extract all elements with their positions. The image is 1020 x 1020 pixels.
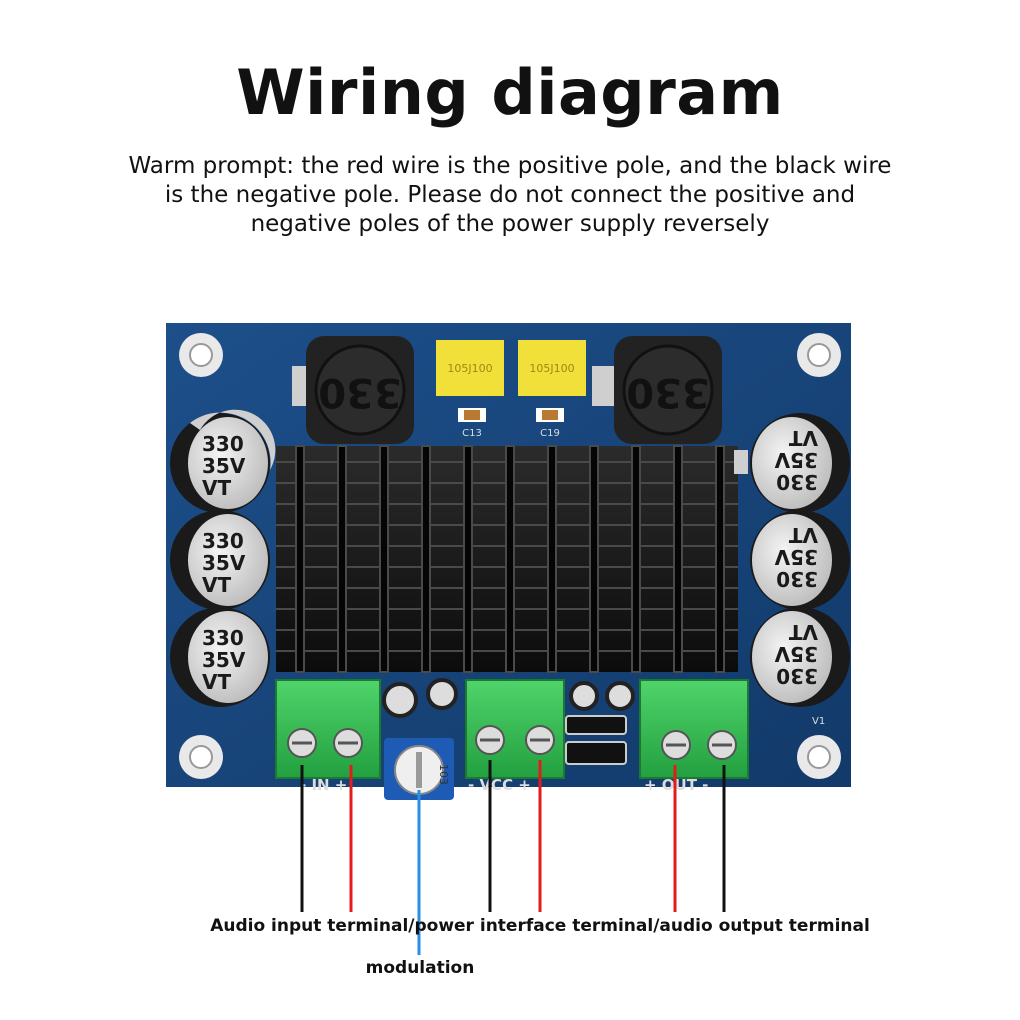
svg-text:330: 330 — [202, 432, 244, 456]
heatsink-slot — [715, 445, 725, 673]
warning-note: Warm prompt: the red wire is the positiv… — [128, 153, 892, 237]
heatsink — [276, 445, 738, 673]
svg-text:35V: 35V — [202, 454, 246, 478]
heatsink-slot — [631, 445, 641, 673]
capacitor-left-3: 330 35V VT — [170, 607, 270, 707]
heatsink-slot — [463, 445, 473, 673]
inductor-left: 330 — [292, 336, 414, 444]
svg-text:35V: 35V — [774, 448, 818, 472]
heatsink-slot — [421, 445, 431, 673]
svg-text:35V: 35V — [202, 648, 246, 672]
capacitor-right-1: 330 35V VT — [734, 413, 850, 513]
heatsink-slot — [379, 445, 389, 673]
smd-capacitor-c13: C13 — [458, 408, 486, 439]
inductor-right: 330 — [592, 336, 722, 444]
heatsink-slot — [337, 445, 347, 673]
smd-capacitor-c19: C19 — [536, 408, 564, 439]
svg-text:C13: C13 — [462, 428, 482, 439]
electrolytic-capacitors-right: 330 35V VT 330 35V VT 330 35V VT V1 — [734, 413, 850, 727]
svg-text:35V: 35V — [202, 551, 246, 575]
electrolytic-capacitors-left: 330 35V VT 330 35V VT 330 35V VT — [170, 409, 276, 707]
wires — [300, 760, 726, 955]
capacitor-right-3: 330 35V VT — [750, 607, 850, 707]
heatsink-slot — [673, 445, 683, 673]
svg-text:330: 330 — [776, 664, 818, 688]
svg-text:- IN +: - IN + — [300, 776, 347, 794]
terminal-power-vcc: - VCC + — [465, 679, 565, 794]
svg-text:VT: VT — [202, 573, 231, 597]
svg-text:VT: VT — [789, 620, 818, 644]
svg-text:35V: 35V — [774, 545, 818, 569]
svg-text:35V: 35V — [774, 642, 818, 666]
svg-text:105J100: 105J100 — [529, 362, 574, 375]
terminal-audio-output: + OUT - — [639, 679, 749, 794]
svg-text:330: 330 — [318, 369, 402, 415]
small-capacitors — [382, 678, 635, 765]
film-capacitor-right: 105J100 — [518, 340, 586, 396]
mounting-holes — [179, 333, 841, 779]
svg-text:105J100: 105J100 — [447, 362, 492, 375]
volume-potentiometer: 103 — [384, 738, 454, 800]
svg-text:103: 103 — [437, 764, 450, 785]
svg-text:330: 330 — [202, 529, 244, 553]
page-title: Wiring diagram — [236, 56, 784, 129]
film-capacitor-left: 105J100 — [436, 340, 504, 396]
heatsink-slot — [589, 445, 599, 673]
heatsink-slot — [295, 445, 305, 673]
modulation-label: modulation — [365, 958, 475, 978]
capacitor-right-2: 330 35V VT — [750, 510, 850, 610]
heatsink-slot — [547, 445, 557, 673]
svg-text:330: 330 — [776, 470, 818, 494]
svg-text:VT: VT — [789, 523, 818, 547]
svg-text:VT: VT — [202, 476, 231, 500]
svg-text:330: 330 — [776, 567, 818, 591]
terminal-label: Audio input terminal/power interface ter… — [210, 916, 870, 936]
svg-text:330: 330 — [626, 369, 710, 415]
svg-text:VT: VT — [202, 670, 231, 694]
terminal-audio-input: - IN + — [275, 679, 381, 794]
svg-text:330: 330 — [202, 626, 244, 650]
capacitor-left-1: 330 35V VT — [170, 409, 276, 513]
capacitor-left-2: 330 35V VT — [170, 510, 270, 610]
version-label: V1 — [812, 716, 825, 727]
heatsink-slot — [505, 445, 515, 673]
svg-text:C19: C19 — [540, 428, 560, 439]
svg-text:- VCC +: - VCC + — [468, 776, 531, 794]
svg-text:VT: VT — [789, 426, 818, 450]
